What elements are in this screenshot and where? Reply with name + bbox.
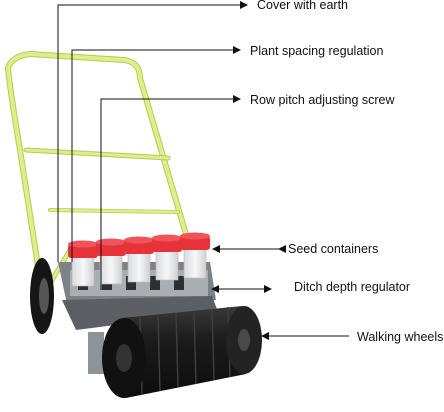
walking-wheel-drum [102, 306, 262, 398]
label-row-pitch-adjusting-screw: Row pitch adjusting screw [250, 93, 395, 107]
leader-plant-spacing-regulation [71, 46, 241, 262]
leader-lines [57, 1, 349, 340]
seed-hopper [68, 240, 98, 287]
label-ditch-depth-regulator: Ditch depth regulator [294, 280, 410, 294]
leader-cover-with-earth [57, 1, 248, 262]
handle-frame [5, 51, 193, 303]
seed-hoppers [68, 232, 210, 287]
seed-hopper [96, 238, 126, 285]
seed-hopper [152, 234, 182, 281]
rear-wheel [30, 258, 54, 334]
seed-hopper [124, 236, 154, 283]
leader-row-pitch-adjusting-screw [100, 95, 241, 290]
label-seed-containers: Seed containers [288, 242, 378, 256]
label-walking-wheels: Walking wheels [357, 330, 443, 344]
labels: Cover with earth Plant spacing regulatio… [250, 0, 443, 344]
label-plant-spacing-regulation: Plant spacing regulation [250, 44, 383, 58]
seed-hopper [180, 232, 210, 279]
ditch-depth-plate [88, 332, 104, 374]
seeder-machine [5, 51, 262, 398]
label-cover-with-earth: Cover with earth [257, 0, 348, 12]
